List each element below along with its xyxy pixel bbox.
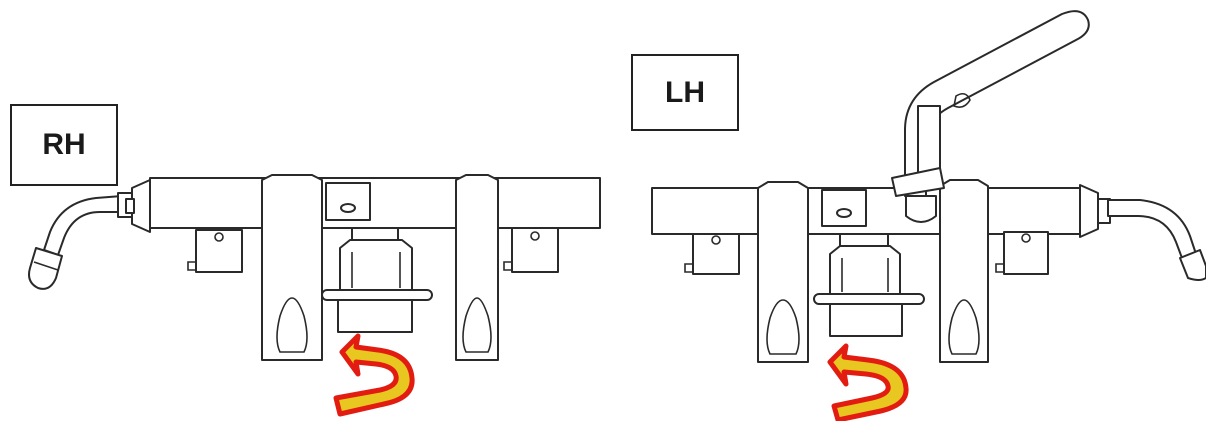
lh-rail-end-fitting: [1079, 184, 1111, 238]
lh-label-box: LH: [631, 54, 739, 131]
lh-fuel-hose-right: [1107, 199, 1206, 281]
lh-rotation-arrow-icon: [827, 343, 909, 421]
lh-injector-cup-left: [684, 233, 740, 275]
rh-injector-cup-right: [503, 227, 559, 273]
rh-mounting-bracket-right: [455, 174, 499, 361]
lh-fuel-rail-assembly: [651, 10, 1206, 363]
lh-label: LH: [665, 75, 705, 109]
rh-label-box: RH: [10, 104, 118, 186]
lh-mounting-bracket-right: [939, 179, 989, 363]
lh-center-mount-tab: [821, 189, 867, 227]
rh-pressure-regulator: [321, 227, 433, 333]
rh-rail-end-fitting: [117, 179, 151, 233]
rh-fuel-rail-assembly: [28, 174, 601, 361]
lh-fuel-line-riser: [891, 10, 1090, 223]
rh-rail-tube: [149, 177, 601, 229]
rh-label: RH: [42, 128, 86, 161]
rh-fuel-hose: [28, 195, 125, 290]
rh-rotation-arrow-icon: [333, 333, 415, 417]
lh-mounting-bracket-left: [757, 181, 809, 363]
rh-injector-cup-left: [187, 229, 243, 273]
lh-injector-cup-right: [995, 231, 1049, 275]
rh-center-mount-tab: [325, 182, 371, 221]
lh-pressure-regulator: [813, 233, 925, 337]
rh-mounting-bracket-left: [261, 174, 323, 361]
